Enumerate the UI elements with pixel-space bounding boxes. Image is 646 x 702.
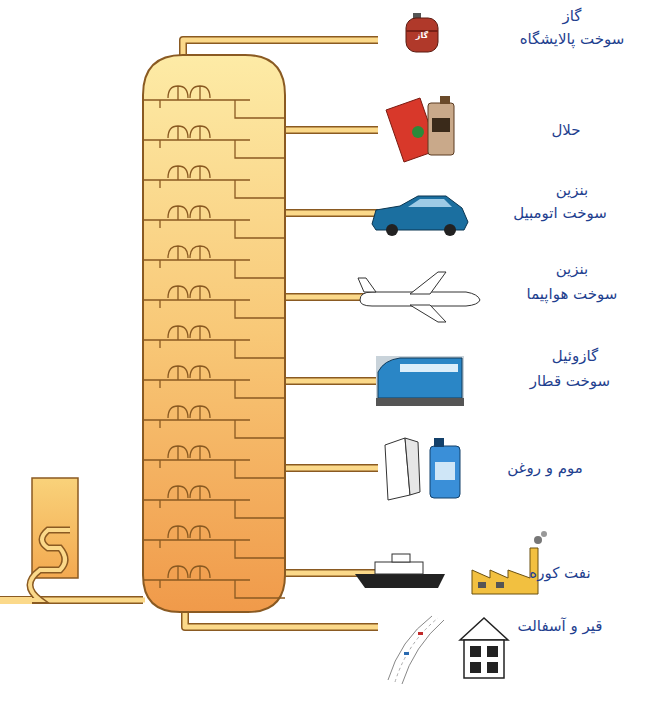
gas-cylinder-icon bbox=[406, 13, 438, 52]
tray-lines bbox=[143, 86, 285, 598]
icon-text: گاز bbox=[416, 31, 428, 41]
furnace-coil bbox=[10, 530, 70, 600]
product-label: سوخت پالایشگاه bbox=[520, 30, 625, 48]
product-label: بنزین bbox=[556, 181, 589, 199]
product-label: نفت کوره bbox=[529, 564, 590, 582]
product-label: سوخت اتومبیل bbox=[513, 204, 607, 222]
airplane-icon bbox=[358, 272, 480, 322]
column-trays bbox=[143, 86, 285, 598]
wax-oil-icon bbox=[385, 438, 460, 500]
product-label: سوخت قطار bbox=[530, 372, 610, 390]
ship-factory-icon bbox=[355, 531, 547, 594]
product-label: گاز bbox=[563, 7, 582, 25]
product-label: گازوئیل bbox=[552, 347, 598, 365]
car-icon bbox=[372, 196, 468, 236]
road-house-icon bbox=[388, 616, 508, 684]
product-label: موم و روغن bbox=[507, 459, 583, 477]
product-pipes bbox=[0, 40, 378, 627]
distillation-column bbox=[143, 55, 285, 612]
product-label: حلال bbox=[551, 121, 580, 139]
product-label: قیر و آسفالت bbox=[518, 617, 603, 635]
solvent-icon bbox=[386, 96, 454, 162]
train-icon bbox=[376, 356, 464, 406]
product-label: سوخت هواپیما bbox=[527, 285, 618, 303]
product-label: بنزین bbox=[556, 260, 589, 278]
